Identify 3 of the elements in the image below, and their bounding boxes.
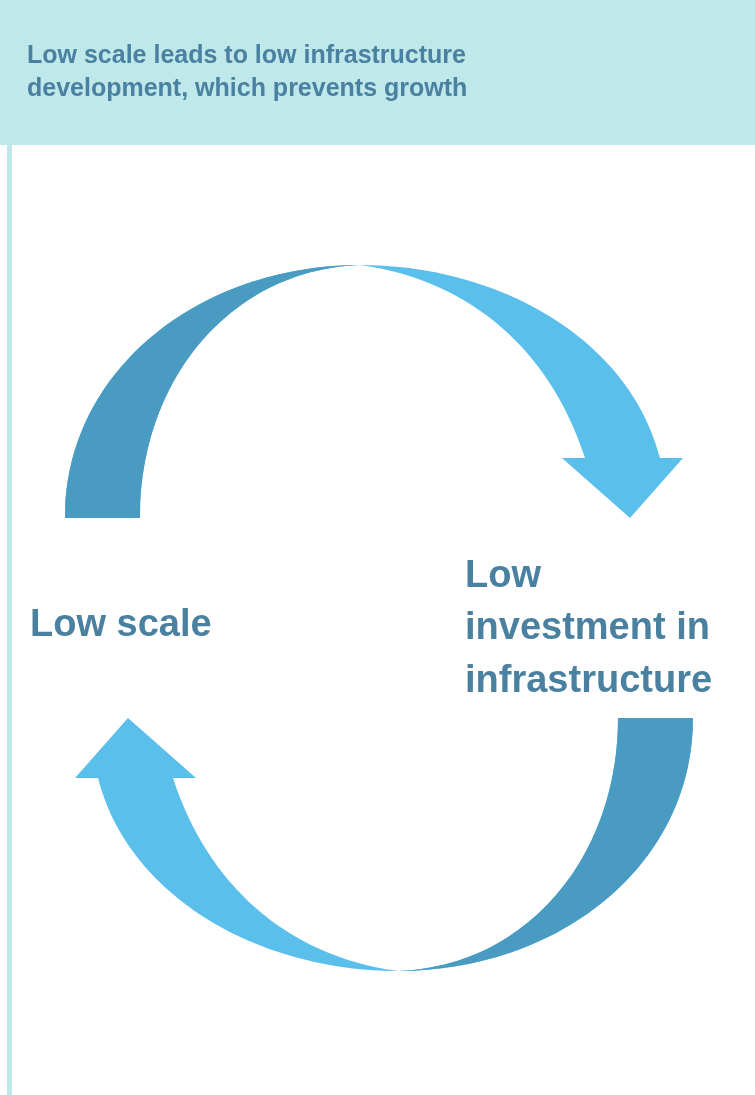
- cycle-stage-label: Low scale: [30, 597, 260, 650]
- title: Low scale leads to low infrastructure development, which prevents growth: [27, 39, 469, 103]
- cycle-stage-label: Low investment in infrastructure: [465, 548, 750, 706]
